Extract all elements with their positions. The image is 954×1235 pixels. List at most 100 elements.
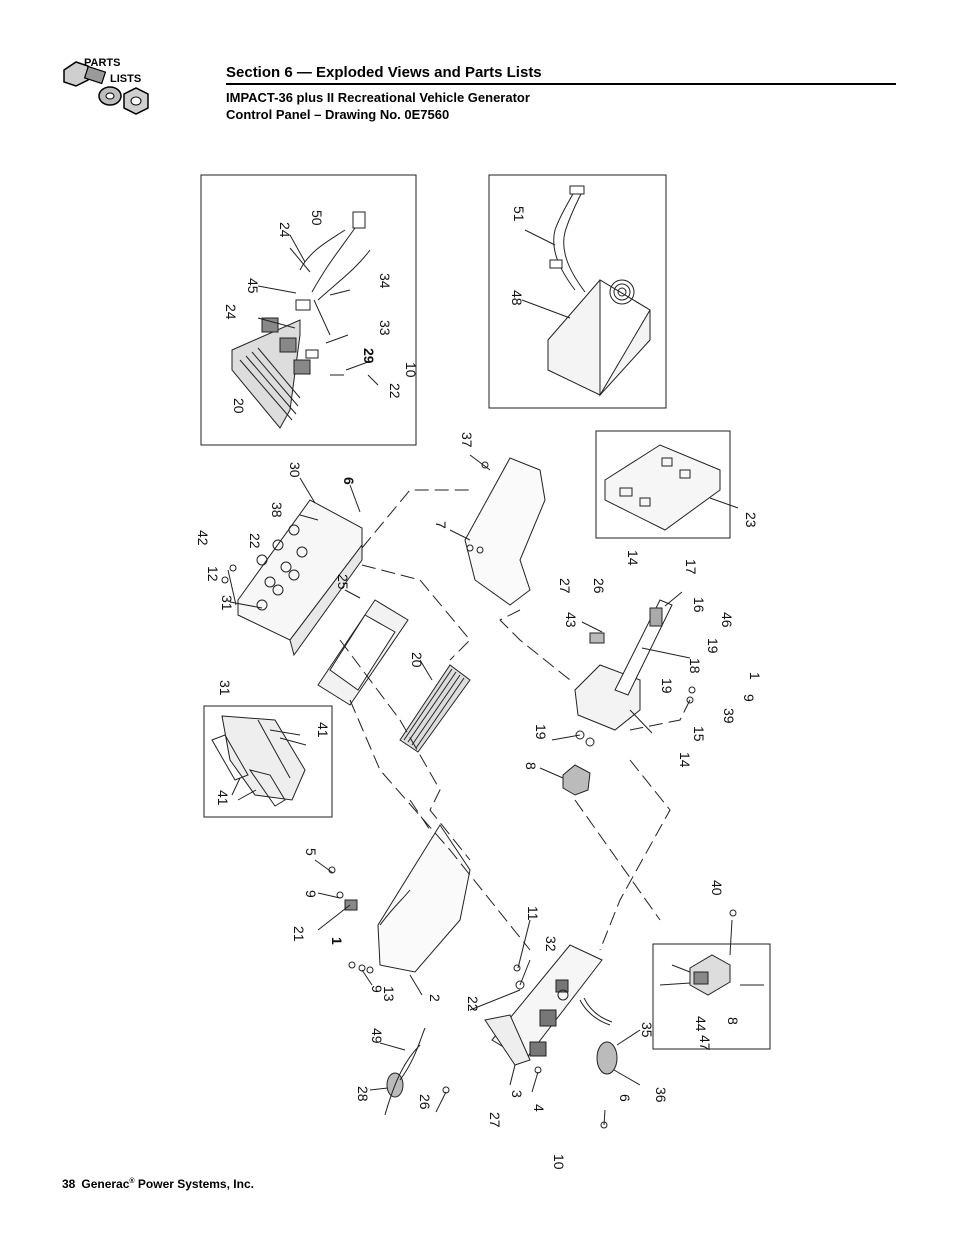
callout-26-right: 26 [591, 578, 607, 594]
callout-13: 13 [381, 986, 397, 1002]
drawing-subtitle-line1: IMPACT-36 plus II Recreational Vehicle G… [226, 90, 530, 105]
callout-41-inset-right: 41 [315, 722, 331, 738]
callout-2: 2 [427, 994, 443, 1002]
callout-1-left: 1 [329, 937, 345, 945]
small-hardware [221, 546, 608, 1129]
callout-22-lower: 22 [465, 996, 481, 1012]
callout-47: 47 [697, 1035, 713, 1051]
callout-26-bottom: 26 [417, 1094, 433, 1110]
inset-frame-clips [203, 705, 333, 818]
callout-41-inset-left: 41 [215, 790, 231, 806]
callout-32: 32 [543, 936, 559, 952]
callout-35: 35 [639, 1022, 655, 1038]
callout-9-right: 9 [741, 694, 757, 702]
page-number: 38 [62, 1177, 76, 1191]
callout-20-main: 20 [409, 652, 425, 668]
back-chassis [449, 454, 546, 606]
callout-10-bottom: 10 [551, 1154, 567, 1170]
inset-frame-relay [652, 943, 771, 1050]
callout-31-upper: 31 [219, 595, 235, 611]
callout-19-a: 19 [705, 638, 721, 654]
callout-42: 42 [195, 530, 211, 546]
callout-29: 29 [361, 348, 377, 364]
callout-40: 40 [709, 880, 725, 896]
inset2-parts [521, 185, 651, 397]
fuse-harness [369, 1027, 426, 1116]
drawing-subtitle-line2: Control Panel – Drawing No. 0E7560 [226, 107, 450, 122]
callout-8-inset: 8 [725, 1017, 741, 1025]
callout-19-b: 19 [659, 678, 675, 694]
callout-8-main: 8 [523, 762, 539, 770]
inset3-parts [604, 444, 739, 531]
callout-48: 48 [509, 290, 525, 306]
callout-38: 38 [269, 502, 285, 518]
callout-24-inset-top: 24 [277, 222, 293, 238]
callout-12: 12 [205, 566, 221, 582]
main-relay [539, 764, 591, 796]
callout-6-lower: 6 [617, 1094, 633, 1102]
callout-9-bottom: 9 [369, 985, 385, 993]
callout-20-inset: 20 [231, 398, 247, 414]
company-name: Generac [81, 1177, 130, 1191]
callout-24-inset-left: 24 [223, 304, 239, 320]
callout-25: 25 [335, 574, 351, 590]
callout-31-inset: 31 [217, 680, 233, 696]
parts-lists-logo: PARTS LISTS [63, 57, 149, 115]
assembly-dash-lines [339, 489, 691, 951]
callout-33: 33 [377, 320, 393, 336]
inset4-parts [211, 715, 307, 807]
callout-3: 3 [509, 1090, 525, 1098]
callout-49: 49 [369, 1028, 385, 1044]
callout-16: 16 [691, 597, 707, 613]
inset-frame-wiring [200, 174, 417, 446]
inset-frame-inverter [488, 174, 667, 409]
callout-39: 39 [721, 708, 737, 724]
callout-46: 46 [719, 612, 735, 628]
upper-panel-assembly [227, 477, 363, 657]
logo-top-text: PARTS [84, 57, 120, 69]
logo-bottom-text: LISTS [110, 73, 141, 85]
callout-7: 7 [433, 521, 449, 529]
callout-19-c: 19 [533, 724, 549, 740]
left-side-panel [377, 824, 471, 996]
callout-43: 43 [563, 612, 579, 628]
callout-11: 11 [525, 906, 541, 921]
inset5-parts [659, 909, 764, 996]
callout-50: 50 [309, 210, 325, 226]
callout-51: 51 [511, 206, 527, 222]
callout-34: 34 [377, 273, 393, 289]
callout-21: 21 [291, 926, 307, 942]
bottom-harnesses [579, 997, 641, 1086]
callout-28: 28 [355, 1086, 371, 1102]
callout-30: 30 [287, 462, 303, 478]
company-suffix: Power Systems, Inc. [134, 1177, 254, 1191]
callout-37: 37 [459, 432, 475, 448]
callout-14-upper: 14 [625, 550, 641, 566]
callout-22-inset: 22 [387, 383, 403, 399]
callout-14-lower: 14 [677, 752, 693, 768]
callout-27-right: 27 [557, 578, 573, 594]
callout-36: 36 [653, 1087, 669, 1103]
inset-frame-bracket [595, 430, 731, 539]
callout-45: 45 [245, 278, 261, 294]
callout-17: 17 [683, 559, 699, 575]
callout-6-upper: 6 [341, 477, 357, 485]
section-title: Section 6 — Exploded Views and Parts Lis… [226, 64, 542, 81]
callout-15: 15 [691, 726, 707, 742]
callout-4: 4 [531, 1104, 547, 1112]
right-side-assembly [551, 591, 696, 747]
header-rule [226, 83, 896, 85]
callout-1-right: 1 [747, 672, 763, 680]
callout-22-upper: 22 [247, 533, 263, 549]
callout-9-left: 9 [303, 890, 319, 898]
inset1-parts [231, 211, 379, 429]
display-panel [317, 589, 409, 706]
callout-44: 44 [693, 1016, 709, 1032]
callout-27-bottom: 27 [487, 1112, 503, 1128]
callout-10-inset: 10 [403, 362, 419, 378]
registered-mark: ® [129, 1178, 135, 1185]
callout-18: 18 [687, 658, 703, 674]
callout-23: 23 [743, 512, 759, 528]
page-footer: 38 Generac® Power Systems, Inc. [62, 1177, 254, 1191]
